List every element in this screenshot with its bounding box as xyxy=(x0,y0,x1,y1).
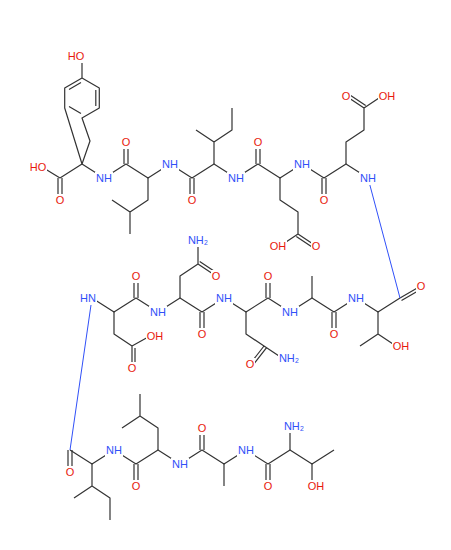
atom-label: NH xyxy=(149,306,167,319)
atom-label: OH xyxy=(392,340,411,353)
threonine-side-chain xyxy=(290,428,312,486)
atom-label: O xyxy=(329,328,340,341)
atom-label: NH xyxy=(293,158,311,171)
atom-label: O xyxy=(197,328,208,341)
atom-label: O xyxy=(187,194,198,207)
atom-label: O xyxy=(65,466,76,479)
atom-label: NH₂ xyxy=(278,352,300,365)
atom-label: NH xyxy=(237,444,255,457)
atom-label: O xyxy=(245,358,256,371)
leucine-side-chain xyxy=(122,394,158,450)
chain-wrap-line xyxy=(368,178,400,298)
aspartate-side-chain xyxy=(114,312,150,368)
threonine-side-chain xyxy=(360,312,396,346)
atom-label: NH xyxy=(359,172,377,185)
atom-label: NH xyxy=(171,458,189,471)
carbonyl-bond xyxy=(124,142,326,200)
chain-wrap-line xyxy=(70,298,92,450)
atom-label: NH₂ xyxy=(283,420,305,433)
atom-label: OH xyxy=(378,90,397,103)
atom-label: NH xyxy=(281,306,299,319)
atom-label: O xyxy=(127,362,138,375)
isoleucine-side-chain xyxy=(74,464,110,520)
alanine-side-chain xyxy=(223,464,224,486)
structure-area: HO HO O NH O NH O NH O O OH NH O O OH NH O OH NH O NH O O NH₂ NH… xyxy=(20,20,440,540)
atom-label: O xyxy=(211,270,222,283)
atom-label: O xyxy=(263,270,274,283)
atom-label: NH₂ xyxy=(187,234,209,247)
atom-label: HN xyxy=(79,292,97,305)
glutamate-side-chain xyxy=(280,178,316,249)
atom-label: O xyxy=(416,280,427,293)
atom-label: O xyxy=(131,270,142,283)
glutamate-side-chain xyxy=(346,94,382,165)
atom-label: O xyxy=(131,480,142,493)
isoleucine-side-chain xyxy=(196,108,232,164)
atom-label: O xyxy=(319,194,330,207)
tyrosine-side-chain xyxy=(65,58,100,164)
atom-label: OH xyxy=(269,240,288,253)
atom-label: NH xyxy=(95,172,113,185)
atom-label: O xyxy=(121,136,132,149)
atom-label: O xyxy=(253,136,264,149)
carbonyl-bond xyxy=(68,428,270,486)
atom-label: NH xyxy=(161,158,179,171)
atom-label: NH xyxy=(347,292,365,305)
leucine-side-chain xyxy=(112,178,148,234)
atom-labels: HO HO O NH O NH O NH O O OH NH O O OH NH O OH NH O NH O O NH₂ NH… xyxy=(20,20,440,540)
atom-label: O xyxy=(263,480,274,493)
atom-label: OH xyxy=(146,330,165,343)
atom-label: O xyxy=(197,422,208,435)
alanine-side-chain xyxy=(311,276,312,298)
atom-label: O xyxy=(55,194,66,207)
atom-label: O xyxy=(311,240,322,253)
atom-label: O xyxy=(341,90,352,103)
atom-label: HO xyxy=(67,50,86,63)
atom-label: NH xyxy=(105,444,123,457)
atom-label: NH xyxy=(227,172,245,185)
atom-label: HO xyxy=(29,161,48,174)
atom-label: OH xyxy=(307,480,326,493)
atom-label: NH xyxy=(215,292,233,305)
